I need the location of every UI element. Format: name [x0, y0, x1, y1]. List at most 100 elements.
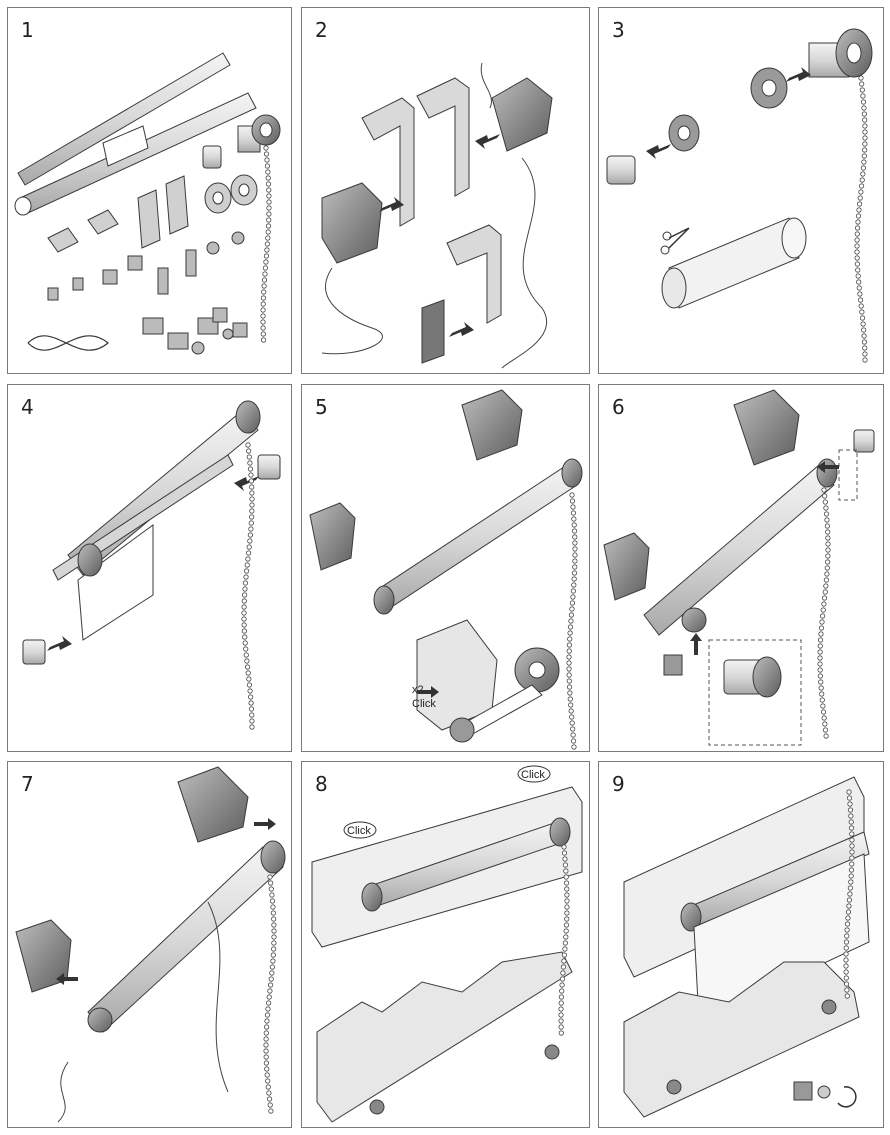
bead: [818, 685, 824, 691]
bead: [263, 1024, 270, 1030]
step-number: 5: [315, 395, 328, 419]
bead: [860, 171, 866, 177]
step-number: 7: [21, 772, 34, 796]
bead: [570, 594, 576, 600]
bead: [271, 934, 277, 940]
bead: [857, 291, 863, 297]
bead: [843, 957, 849, 963]
bead: [817, 637, 824, 643]
bead: [260, 307, 266, 313]
small-parts: [47, 231, 248, 355]
bead: [843, 975, 849, 981]
bead: [844, 927, 850, 933]
bead: [265, 1000, 272, 1006]
adhesive-pad: [421, 299, 445, 364]
bead: [248, 478, 254, 484]
bead: [264, 1012, 271, 1018]
bead: [241, 604, 247, 610]
bead: [825, 535, 831, 541]
click-label: Click: [412, 698, 436, 710]
bead: [849, 861, 855, 867]
bead: [267, 874, 273, 880]
bead: [241, 622, 247, 628]
bead: [265, 181, 272, 187]
bead: [818, 679, 824, 685]
bead: [819, 619, 825, 625]
bead: [861, 327, 867, 333]
roller-tube: [376, 464, 578, 611]
bracket-lower: [446, 224, 502, 324]
bead: [241, 598, 247, 604]
bead: [260, 313, 266, 319]
window-frame-bottom: [623, 961, 860, 1118]
bead: [560, 970, 566, 976]
bead: [822, 589, 828, 595]
bead: [563, 922, 570, 928]
bead: [571, 576, 577, 582]
bead: [571, 582, 577, 588]
bead: [242, 580, 249, 586]
step-7-illustration: [15, 766, 286, 1123]
bead: [247, 688, 253, 694]
bead: [572, 558, 578, 564]
bead: [854, 243, 860, 249]
bead: [846, 903, 852, 909]
bead: [265, 229, 271, 235]
cord-cleat: [793, 1081, 813, 1101]
bead: [263, 259, 269, 265]
bead: [248, 520, 254, 526]
bead: [566, 672, 572, 678]
bead: [858, 303, 864, 309]
bead: [271, 922, 277, 928]
bead: [248, 694, 254, 700]
bead: [271, 916, 277, 922]
bead: [562, 946, 568, 952]
bead: [269, 964, 275, 970]
bead: [264, 1018, 270, 1024]
bead: [566, 660, 572, 666]
step-1-illustration: [14, 52, 281, 355]
bead: [819, 613, 826, 619]
step-8-illustration: Click Click: [311, 765, 583, 1123]
bead: [266, 205, 272, 211]
bead: [241, 610, 247, 616]
bead: [824, 517, 830, 523]
fabric-roll: [668, 217, 800, 309]
bead: [843, 969, 849, 975]
bead: [561, 958, 567, 964]
bracket-left: [603, 532, 650, 601]
bead: [855, 219, 861, 225]
bead: [862, 357, 868, 363]
bead: [261, 283, 267, 289]
bead: [568, 618, 574, 624]
bead: [822, 493, 828, 499]
bead: [267, 1102, 273, 1108]
bead: [571, 528, 578, 534]
bead: [844, 987, 850, 993]
plug: [606, 155, 636, 185]
bead: [825, 547, 831, 553]
bead: [856, 201, 863, 207]
bead: [265, 1084, 271, 1090]
bead: [571, 516, 577, 522]
bead: [564, 904, 570, 910]
bead: [271, 946, 277, 952]
bead: [266, 193, 272, 199]
bead: [247, 532, 253, 538]
bead: [820, 709, 827, 715]
bead: [843, 939, 850, 945]
bead: [562, 856, 568, 862]
bead: [265, 223, 272, 229]
bead: [246, 544, 252, 550]
bead: [854, 255, 860, 261]
fabric: [693, 853, 870, 1023]
bracket-left: [309, 502, 356, 571]
bead: [269, 898, 276, 904]
bead: [560, 964, 567, 970]
bead: [569, 492, 575, 498]
bead: [843, 945, 849, 951]
step-1-panel: 1: [7, 7, 292, 374]
bead: [263, 1060, 270, 1066]
bead: [859, 87, 865, 93]
bead: [261, 277, 268, 283]
